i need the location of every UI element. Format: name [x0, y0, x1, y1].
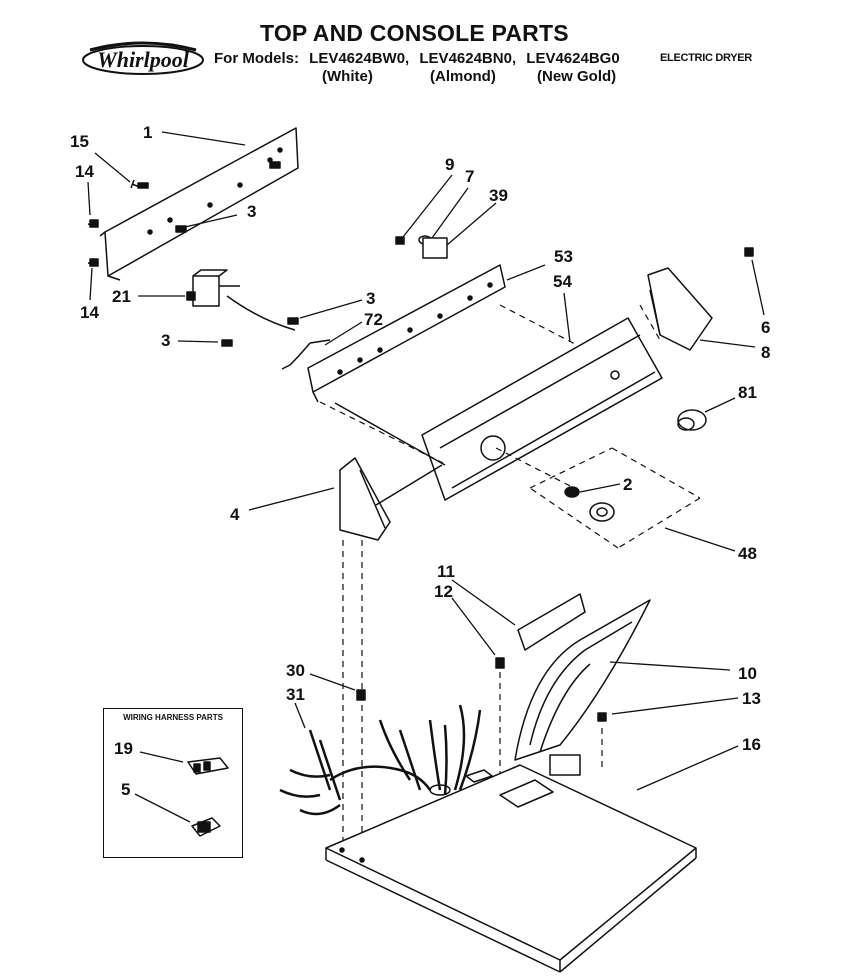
callout-label: 1	[143, 123, 153, 142]
wiring-harness	[279, 704, 482, 816]
callout-label: 39	[489, 186, 508, 205]
model-number: LEV4624BW0,	[309, 50, 410, 67]
callout-label: 12	[434, 582, 453, 601]
callout-label: 5	[121, 780, 131, 799]
callout-label: 3	[161, 331, 171, 350]
callout-label: 9	[445, 155, 455, 174]
callout-label: 3	[247, 202, 257, 221]
inset-parts	[187, 757, 229, 837]
callout-label: 6	[761, 318, 771, 337]
model-number: LEV4624BN0,	[419, 50, 517, 67]
callout-label: 19	[114, 739, 133, 758]
page-title: TOP AND CONSOLE PARTS	[260, 20, 569, 46]
callout-label: 11	[437, 562, 455, 581]
end-cap-left	[339, 457, 391, 541]
callout-label: 14	[75, 162, 94, 181]
callout-label: 48	[738, 544, 757, 563]
product-type: ELECTRIC DRYER	[660, 52, 752, 64]
wiring-harness-inset: WIRING HARNESS PARTS	[103, 708, 243, 858]
callout-label: 31	[286, 685, 305, 704]
end-cap-right	[647, 247, 754, 351]
model-number: LEV4624BG0	[526, 50, 620, 67]
callout-label: 72	[364, 310, 383, 329]
callout-label: 15	[70, 132, 89, 151]
console-panel	[421, 317, 663, 501]
model-color: (New Gold)	[537, 68, 617, 85]
callout-label: 7	[465, 167, 475, 186]
for-models-label: For Models:	[214, 50, 299, 67]
brand-wordmark: Whirlpool	[97, 47, 190, 72]
timer-switch	[186, 269, 296, 331]
models-line: For Models: LEV4624BW0, LEV4624BN0, LEV4…	[214, 50, 626, 67]
leader-lines	[87, 131, 765, 823]
callout-label: 21	[112, 287, 131, 306]
callout-label: 13	[742, 689, 761, 708]
callout-label: 16	[742, 735, 761, 754]
callout-label: 10	[738, 664, 757, 683]
dryer-top	[325, 754, 697, 973]
back-panel	[514, 599, 651, 761]
callout-label: 8	[761, 343, 771, 362]
whirlpool-logo: Whirlpool	[82, 41, 204, 75]
screws-left	[87, 179, 149, 267]
callout-label: 2	[623, 475, 633, 494]
callout-label: 81	[738, 383, 757, 402]
model-color: (White)	[322, 68, 373, 85]
control-panel-plate	[99, 127, 299, 281]
model-color: (Almond)	[430, 68, 496, 85]
callout-label: 30	[286, 661, 305, 680]
inset-title: WIRING HARNESS PARTS	[123, 713, 223, 722]
callout-label: 3	[366, 289, 376, 308]
knob	[677, 409, 707, 431]
callout-label: 54	[553, 272, 572, 291]
callout-label: 14	[80, 303, 99, 322]
callout-label: 53	[554, 247, 573, 266]
callout-label: 4	[230, 505, 240, 524]
console-bracket	[307, 264, 506, 403]
